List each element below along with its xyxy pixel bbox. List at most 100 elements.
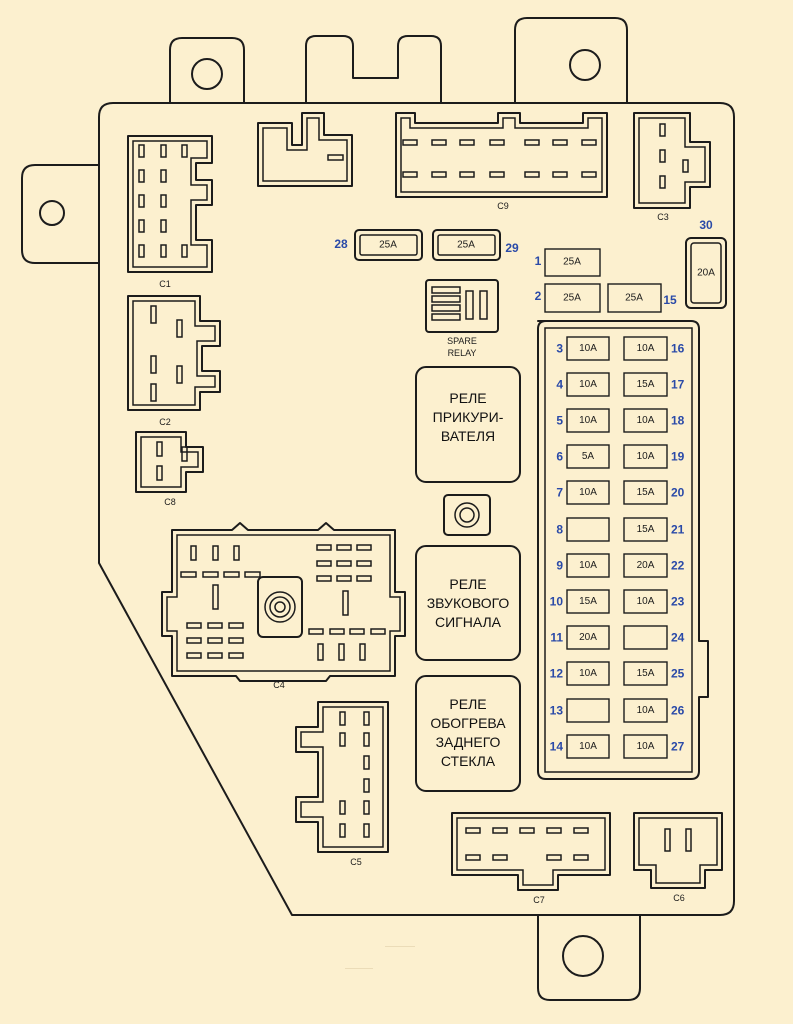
fuse-13-number: 13	[550, 704, 564, 718]
fuse-15: 25A 15	[607, 283, 677, 313]
fuse-30-rating: 20A	[697, 268, 715, 279]
fuse-11-number: 11	[550, 631, 563, 645]
fuse-25-body	[623, 661, 668, 686]
connector-label-c7: C7	[533, 895, 545, 905]
fuse-21-rating: 15A	[637, 524, 655, 535]
fuse-8-body	[566, 517, 610, 542]
fuse-21-number: 21	[671, 523, 685, 537]
fuse-1: 25A 1	[535, 248, 601, 277]
connector-label-c2: C2	[159, 417, 171, 427]
fuse-10-rating: 15A	[579, 596, 597, 607]
spare-relay-label-line2: RELAY	[448, 348, 477, 358]
connector-c1: C1	[127, 135, 213, 289]
fuse-26-body	[623, 698, 668, 723]
fuse-panel	[537, 320, 709, 780]
fuse-24-number: 24	[671, 631, 685, 645]
fuse-6: 5A6	[556, 444, 610, 469]
fuse-18: 10A 18	[623, 408, 685, 433]
fuse-21-body	[623, 517, 668, 542]
fuse-2-number: 2	[535, 289, 542, 303]
fuse-23-rating: 10A	[637, 596, 655, 607]
fuse-28-rating: 25A	[379, 240, 397, 251]
fuse-7-number: 7	[556, 486, 563, 500]
connector-label-c9: C9	[497, 201, 509, 211]
fuse-6-rating: 5A	[582, 451, 595, 462]
fuse-22-number: 22	[671, 559, 685, 573]
fuse-17-rating: 15A	[637, 379, 655, 390]
fuse-3-body	[566, 336, 610, 361]
fuse-8-number: 8	[556, 523, 563, 537]
fuse-2-rating: 25A	[563, 293, 581, 304]
fuse-box-housing	[21, 17, 735, 1001]
fuse-13-body	[566, 698, 610, 723]
fuse-5-number: 5	[556, 414, 563, 428]
fuse-11-rating: 20A	[579, 632, 597, 643]
connector-c3: C3	[633, 112, 711, 222]
connector-c6: C6	[633, 812, 723, 903]
fuse-30-number: 30	[699, 218, 713, 232]
fuse-28-number: 28	[334, 237, 348, 251]
fuse-3-number: 3	[556, 342, 563, 356]
relay-defogger-line3: ЗАДНЕГО	[436, 734, 501, 750]
fuse-17: 15A 17	[623, 372, 685, 397]
fuse-18-rating: 10A	[637, 415, 655, 426]
fuse-9-body	[566, 553, 610, 578]
fuse-28: 25A 28	[334, 229, 423, 261]
fuse-12-body	[566, 661, 610, 686]
fuse-25-rating: 15A	[637, 668, 655, 679]
fuse-15-rating: 25A	[625, 293, 643, 304]
fuse-20-rating: 15A	[637, 487, 655, 498]
bottom-smudge	[345, 946, 415, 969]
fuse-16-number: 16	[671, 342, 685, 356]
fuse-2: 25A 2	[535, 283, 601, 313]
connector-label-c6: C6	[673, 893, 685, 903]
fuse-9-number: 9	[556, 559, 563, 573]
fuse-9: 10A 9	[556, 553, 610, 578]
fuse-20-body	[623, 480, 668, 505]
fuse-4-rating: 10A	[579, 379, 597, 390]
fuse-27-rating: 10A	[637, 741, 655, 752]
fuse-11: 20A 11	[550, 625, 610, 650]
fuse-30: 20A 30	[685, 218, 727, 309]
fuse-25-number: 25	[671, 667, 685, 681]
fuse-16-body	[623, 336, 668, 361]
fuse-1-rating: 25A	[563, 257, 581, 268]
relay-horn-line2: ЗВУКОВОГО	[427, 595, 510, 611]
fuse-14-rating: 10A	[579, 741, 597, 752]
fuse-18-body	[623, 408, 668, 433]
relay-lighter: РЕЛЕ ПРИКУРИ- ВАТЕЛЯ	[415, 366, 521, 483]
fuse-3: 10A 3	[556, 336, 610, 361]
relay-horn: РЕЛЕ ЗВУКОВОГО СИГНАЛА	[415, 545, 521, 661]
fuse-24-body	[623, 625, 668, 650]
fuse-14-number: 14	[550, 740, 564, 754]
spare-relay: SPARE RELAY	[425, 279, 499, 358]
fuse-19-body	[623, 444, 668, 469]
fuse-3-rating: 10A	[579, 343, 597, 354]
fuse-26-rating: 10A	[637, 705, 655, 716]
connector-label-c8: C8	[164, 497, 176, 507]
fuse-7-body	[566, 480, 610, 505]
fuse-11-body	[566, 625, 610, 650]
fuse-19-rating: 10A	[637, 451, 655, 462]
fuse-9-rating: 10A	[579, 560, 597, 571]
connector-c2: C2	[127, 295, 221, 427]
fuse-17-number: 17	[671, 378, 685, 392]
fuse-20-number: 20	[671, 486, 685, 500]
connector-label-c1: C1	[159, 279, 171, 289]
relay-lighter-line3: ВАТЕЛЯ	[441, 428, 495, 444]
relay-defogger-line1: РЕЛЕ	[449, 696, 486, 712]
fuse-21: 15A 21	[623, 517, 685, 542]
fuse-15-number: 15	[663, 293, 677, 307]
fuse-12-number: 12	[550, 667, 564, 681]
fuse-18-number: 18	[671, 414, 685, 428]
relay-horn-line1: РЕЛЕ	[449, 576, 486, 592]
connector-label-c5: C5	[350, 857, 362, 867]
